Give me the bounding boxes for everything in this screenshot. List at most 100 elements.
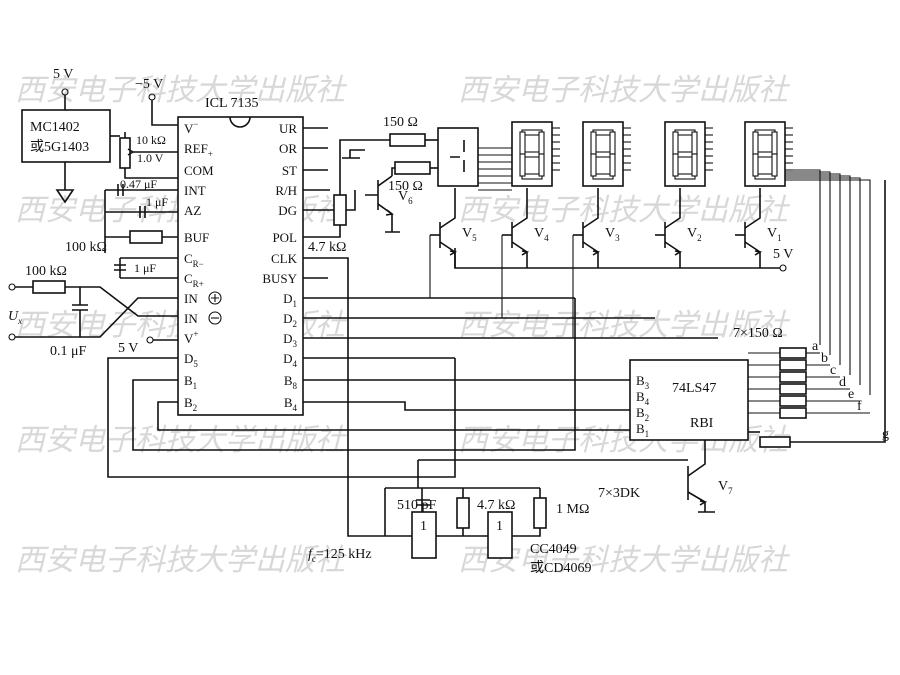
wire-cref	[119, 257, 178, 279]
emitter-arrow	[592, 250, 601, 256]
chip-notch	[229, 116, 251, 128]
segment-resistor	[779, 359, 807, 371]
transistor-label: V5	[462, 226, 477, 243]
decoder-pin-label: B3	[636, 373, 650, 391]
mc1402-alt-label: 或5G1403	[30, 139, 89, 155]
wire-in-bottom	[15, 297, 178, 338]
mc1402-label: MC1402	[30, 120, 80, 135]
icl-left-pin-label: CR+	[184, 271, 204, 289]
vneg5-label: −5 V	[135, 77, 163, 92]
segment	[519, 153, 526, 177]
icl-left-pin-label: REF+	[184, 141, 213, 159]
transistor-body	[439, 188, 456, 268]
icl-left-pin-label: IN	[184, 291, 198, 306]
mc-ground	[55, 162, 75, 204]
icl-right-pin-label: D3	[283, 331, 297, 349]
watermark-2: 西安电子科技大学出版社	[458, 73, 791, 108]
v5-top-label: 5 V	[53, 67, 73, 82]
icl7135-title: ICL 7135	[205, 96, 259, 111]
segment-resistor	[779, 395, 807, 407]
segment	[691, 153, 698, 177]
wire-pot	[124, 132, 178, 179]
inverter-2-label: 1	[496, 519, 503, 534]
decoder-pin-label: B2	[636, 405, 649, 423]
segment-letter: e	[848, 387, 854, 402]
icl-right-pin-label: D1	[283, 291, 297, 309]
r-10k-label: 10 kΩ	[136, 133, 166, 147]
driver-transistor: V1	[735, 188, 782, 268]
r-100k-buf	[129, 230, 163, 244]
emitter-arrow	[674, 250, 683, 256]
cap-1u-cr	[114, 264, 126, 271]
watermark-9: 西安电子科技大学出版社	[15, 543, 348, 578]
icl-left-pin-label: V−	[184, 119, 198, 136]
pot-wiper-arrow	[127, 148, 134, 156]
transistor-label: V4	[534, 226, 549, 243]
segment	[771, 131, 778, 155]
wire-pol-up	[339, 139, 390, 195]
wire-b2	[157, 401, 630, 431]
icl-left-pin-label: B1	[184, 373, 197, 391]
icl-right-pin-label: B8	[284, 373, 298, 391]
cap-1u-az	[139, 206, 146, 218]
segment	[691, 131, 698, 155]
r-47k-pol-label: 4.7 kΩ	[308, 240, 346, 255]
ux-terminal-top	[8, 283, 16, 291]
segment-letter: d	[839, 375, 846, 390]
r-100k-in-label: 100 kΩ	[25, 264, 67, 279]
icl-left-pin-label: CR−	[184, 251, 204, 269]
icl-right-pin-label: CLK	[271, 251, 298, 266]
c-1u-cr-label: 1 μF	[134, 261, 156, 275]
wire-b4	[303, 401, 630, 411]
decoder-label: 74LS47	[672, 381, 716, 396]
transistor-label: V1	[767, 226, 782, 243]
transistor-label: V2	[687, 226, 702, 243]
segment-resistor	[779, 383, 807, 395]
r-47k-pol	[333, 194, 347, 226]
segment-letter: f	[857, 399, 862, 414]
wire-b1	[132, 298, 576, 451]
driver-transistor: V3	[573, 188, 620, 268]
rbi-label: RBI	[690, 416, 714, 431]
v6-emitter-arrow	[385, 209, 394, 216]
wire-d5	[107, 357, 456, 478]
c-1u-az-label: 1 μF	[146, 195, 168, 209]
cap-01	[72, 287, 88, 337]
icl-right-pin-label: DG	[278, 203, 297, 218]
decoder-pin-label: B1	[636, 421, 649, 439]
wire-gnd-stub	[349, 149, 365, 158]
segment-bus-vertical	[785, 179, 871, 395]
wire-inv2	[512, 488, 541, 537]
cc4049-label: CC4049	[530, 542, 577, 557]
segment	[771, 153, 778, 177]
r-150-b	[394, 161, 431, 175]
r-47k-osc-label: 4.7 kΩ	[477, 498, 515, 513]
seven-segment-digit	[664, 121, 713, 187]
inverter-1-label: 1	[420, 519, 427, 534]
decoder-pin-label: B4	[636, 389, 650, 407]
c-01-label: 0.1 μF	[50, 344, 87, 359]
segment	[672, 131, 679, 155]
segment	[609, 131, 616, 155]
seven-segment-digit	[744, 121, 793, 187]
r-1m	[533, 497, 547, 529]
digit-displays	[478, 121, 871, 395]
icl-left-lower-wiring	[107, 298, 630, 478]
icl7135-body	[177, 116, 304, 416]
v5-rail-label: 5 V	[773, 247, 793, 262]
icl-right-pin-label: ST	[282, 163, 297, 178]
r-100k-buf-label: 100 kΩ	[65, 240, 107, 255]
v7-emitter-arrow	[699, 500, 708, 506]
icl-right-pin-label: BUSY	[262, 271, 297, 286]
v5-vplus-label: 5 V	[118, 341, 138, 356]
segment-bus-vertical	[785, 175, 851, 375]
in-plus-circle	[208, 291, 222, 305]
fc-label: fc=125 kHz	[308, 547, 372, 564]
wire-clk	[303, 257, 385, 537]
oscillator: 1 510 pF 4.7 kΩ 1 1 MΩ fc=125 kHz CC4049…	[308, 460, 591, 576]
segment-letter: a	[812, 339, 819, 354]
icl-left-pin-label: BUF	[184, 230, 209, 245]
